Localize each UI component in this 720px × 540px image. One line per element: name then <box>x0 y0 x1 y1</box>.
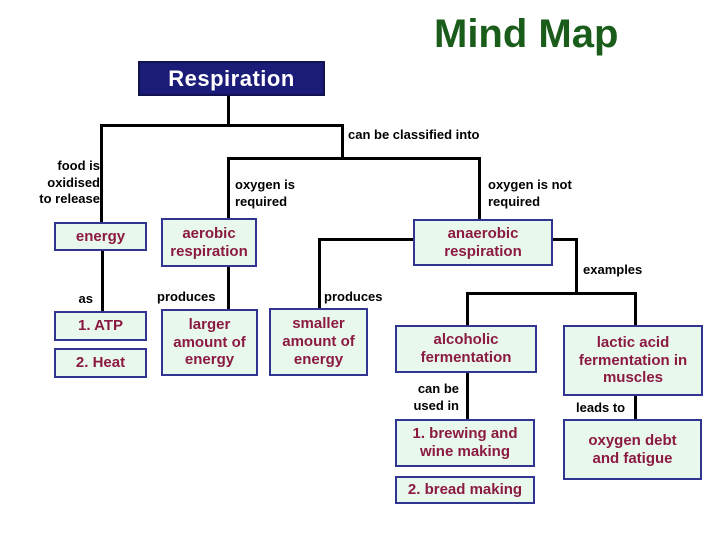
connector-top-horizontal <box>100 124 344 127</box>
edge-label-leads-to: leads to <box>576 400 626 415</box>
connector-to-energy <box>100 124 103 222</box>
edge-label-oxygen-is-not-required: oxygen is not required <box>488 177 572 209</box>
edge-label-food-is-oxidised: food is oxidised to release <box>39 158 100 207</box>
connector-to-lactic <box>634 292 637 325</box>
node-larger-amount-energy: larger amount of energy <box>161 309 258 376</box>
node-atp: 1. ATP <box>54 311 147 341</box>
node-heat: 2. Heat <box>54 348 147 378</box>
node-smaller-amount-energy: smaller amount of energy <box>269 308 368 376</box>
connector-alcoholic-to-brewing <box>466 373 469 419</box>
node-brewing-wine-making: 1. brewing and wine making <box>395 419 535 467</box>
connector-to-anaerobic <box>478 157 481 219</box>
node-energy: energy <box>54 222 147 251</box>
connector-to-aerobic <box>227 157 230 218</box>
connector-to-smaller <box>318 238 321 308</box>
node-anaerobic-respiration: anaerobic respiration <box>413 219 553 266</box>
connector-classify-horizontal <box>227 157 481 160</box>
edge-label-examples: examples <box>583 262 643 277</box>
node-aerobic-respiration: aerobic respiration <box>161 218 257 267</box>
connector-examples-drop <box>575 238 578 295</box>
node-bread-making: 2. bread making <box>395 476 535 504</box>
edge-label-oxygen-is-required: oxygen is required <box>235 177 295 209</box>
connector-anaerobic-left <box>318 238 413 241</box>
connector-energy-to-atp <box>101 251 104 311</box>
edge-label-can-be-classified-into: can be classified into <box>348 127 480 142</box>
slide-title: Mind Map <box>434 12 619 56</box>
connector-classify-drop <box>341 124 344 160</box>
edge-label-produces-left: produces <box>157 289 216 304</box>
node-alcoholic-fermentation: alcoholic fermentation <box>395 325 537 373</box>
connector-lactic-to-oxygen-debt <box>634 396 637 419</box>
edge-label-can-be-used-in: can be used in <box>413 381 459 413</box>
node-respiration: Respiration <box>138 61 325 96</box>
edge-label-as: as <box>78 291 93 306</box>
edge-label-produces-right: produces <box>324 289 383 304</box>
connector-examples-horizontal <box>466 292 637 295</box>
connector-anaerobic-right <box>553 238 578 241</box>
node-oxygen-debt-fatigue: oxygen debt and fatigue <box>563 419 702 480</box>
node-lactic-acid-fermentation: lactic acid fermentation in muscles <box>563 325 703 396</box>
connector-aerobic-to-larger <box>227 267 230 309</box>
connector-to-alcoholic <box>466 292 469 325</box>
connector-root-down <box>227 96 230 126</box>
